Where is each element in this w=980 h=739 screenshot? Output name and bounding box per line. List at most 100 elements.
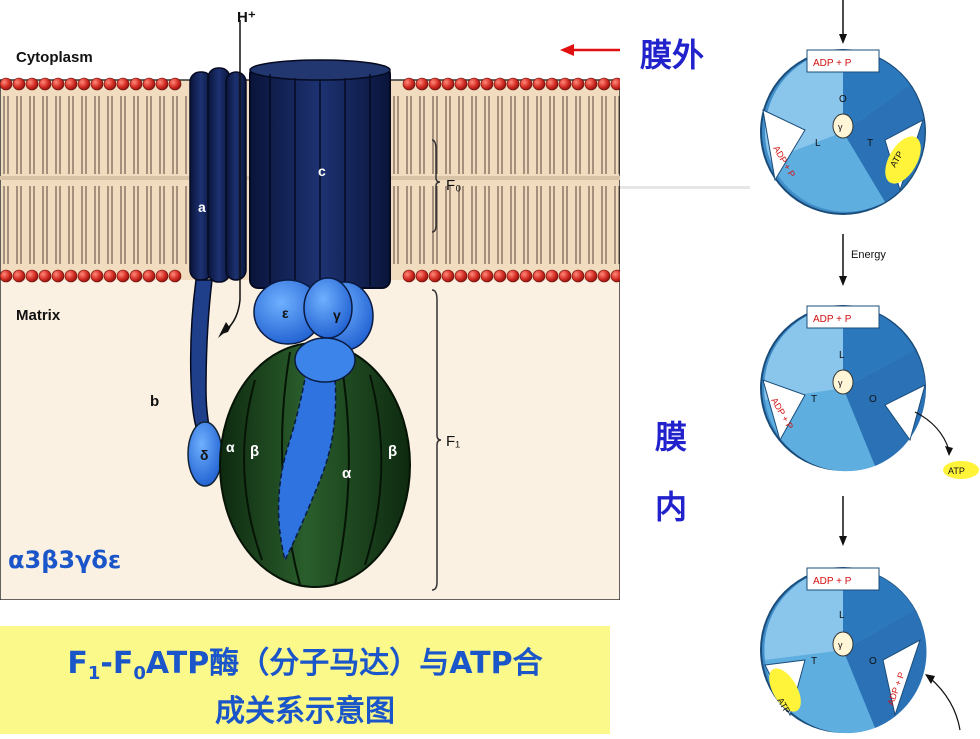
s3-site-t: T (811, 656, 817, 667)
lipid-head (51, 77, 65, 91)
s3-gamma: γ (838, 640, 843, 650)
a-subunit (189, 67, 247, 283)
lipid-head (90, 269, 104, 283)
subunit-formula: α3β3γδε (8, 546, 122, 574)
lipid-head (51, 269, 65, 283)
s1-site-o: O (839, 94, 847, 105)
lipid-head (519, 77, 533, 91)
alpha-label-center: α (342, 465, 352, 482)
cytoplasm-label: Cytoplasm (16, 49, 93, 66)
s2-site-l: L (839, 350, 845, 361)
epsilon-label: ε (282, 305, 289, 321)
c-ring-subunit (249, 59, 391, 289)
lipid-head (558, 269, 572, 283)
energy-label: Energy (851, 249, 886, 261)
lipid-head (506, 269, 520, 283)
outside-annotation: 膜外 (640, 36, 705, 74)
proton-label: H⁺ (237, 9, 256, 26)
lipid-head (129, 77, 143, 91)
lipid-head (532, 269, 546, 283)
stage-2-circle (760, 305, 926, 472)
binding-change-diagram: Energy ADP + P O L T γ ADP + P ATP ADP +… (735, 0, 980, 735)
a-label: a (198, 199, 206, 215)
lipid-head (532, 77, 546, 91)
f0-label: F₀ (446, 177, 461, 194)
s2-site-t: T (811, 394, 817, 405)
adp-entry-arrow (929, 677, 961, 731)
lipid-head (155, 269, 169, 283)
lipid-head (610, 269, 624, 283)
lipid-head (493, 77, 507, 91)
lipid-head (428, 269, 442, 283)
lipid-head (0, 77, 13, 91)
lipid-head (597, 269, 611, 283)
gamma-shaft (277, 339, 337, 563)
lipid-head (480, 269, 494, 283)
caption-line-1: F1-F0ATP酶（分子马达）与ATP合 (67, 646, 543, 684)
s3-site-l: L (839, 610, 845, 621)
s1-site-l: L (815, 138, 821, 149)
lipid-head (402, 269, 416, 283)
s2-site-o: O (869, 394, 877, 405)
atp-release-arrow (914, 411, 950, 451)
stage-1-circle (760, 49, 926, 215)
lipid-head (480, 77, 494, 91)
beta-label-left: β (250, 443, 259, 460)
s2-gamma: γ (838, 378, 843, 388)
lipid-head (129, 269, 143, 283)
lipid-head (506, 77, 520, 91)
s3-site-o: O (869, 656, 877, 667)
lipid-head (402, 77, 416, 91)
lipid-head (142, 269, 156, 283)
lipid-head (77, 269, 91, 283)
lipid-head (584, 77, 598, 91)
f1-label: F₁ (446, 433, 460, 450)
lipid-head (558, 77, 572, 91)
alpha-label-left: α (226, 439, 235, 455)
gamma-label: γ (333, 307, 341, 323)
lipid-head (545, 269, 559, 283)
lipid-head (415, 77, 429, 91)
lipid-head (12, 77, 26, 91)
b-label: b (150, 393, 159, 410)
f0-bracket (431, 139, 441, 233)
lipid-head (0, 269, 13, 283)
inside-annotation-2: 内 (655, 488, 688, 526)
lipid-head (571, 77, 585, 91)
lipid-head (38, 77, 52, 91)
s2-adp-label: ADP + P (813, 314, 852, 325)
s3-adp-label: ADP + P (813, 576, 852, 587)
lipid-head (168, 269, 182, 283)
lipid-head (519, 269, 533, 283)
lipid-head (454, 269, 468, 283)
lipid-head (571, 269, 585, 283)
lipid-head (64, 269, 78, 283)
lipid-head (142, 77, 156, 91)
s1-gamma: γ (838, 122, 843, 132)
lipid-head (77, 77, 91, 91)
lipid-head (493, 269, 507, 283)
inside-annotation-1: 膜 (655, 418, 688, 456)
divider-line (620, 186, 750, 189)
delta-label: δ (200, 447, 209, 463)
s1-site-t: T (867, 138, 873, 149)
lipid-head (168, 77, 182, 91)
lipid-heads-bottom (0, 269, 624, 283)
lipid-head (545, 77, 559, 91)
f1-bracket (431, 289, 442, 591)
lipid-head (454, 77, 468, 91)
lipid-head (610, 77, 624, 91)
lipid-head (38, 269, 52, 283)
lipid-head (25, 269, 39, 283)
lipid-head (597, 77, 611, 91)
lipid-head (428, 77, 442, 91)
lipid-head (155, 77, 169, 91)
lipid-head (415, 269, 429, 283)
f1-head (219, 339, 411, 588)
lipid-heads-top (0, 77, 624, 91)
lipid-head (103, 77, 117, 91)
lipid-head (584, 269, 598, 283)
lipid-head (441, 269, 455, 283)
lipid-head (441, 77, 455, 91)
beta-label-right: β (388, 443, 397, 460)
